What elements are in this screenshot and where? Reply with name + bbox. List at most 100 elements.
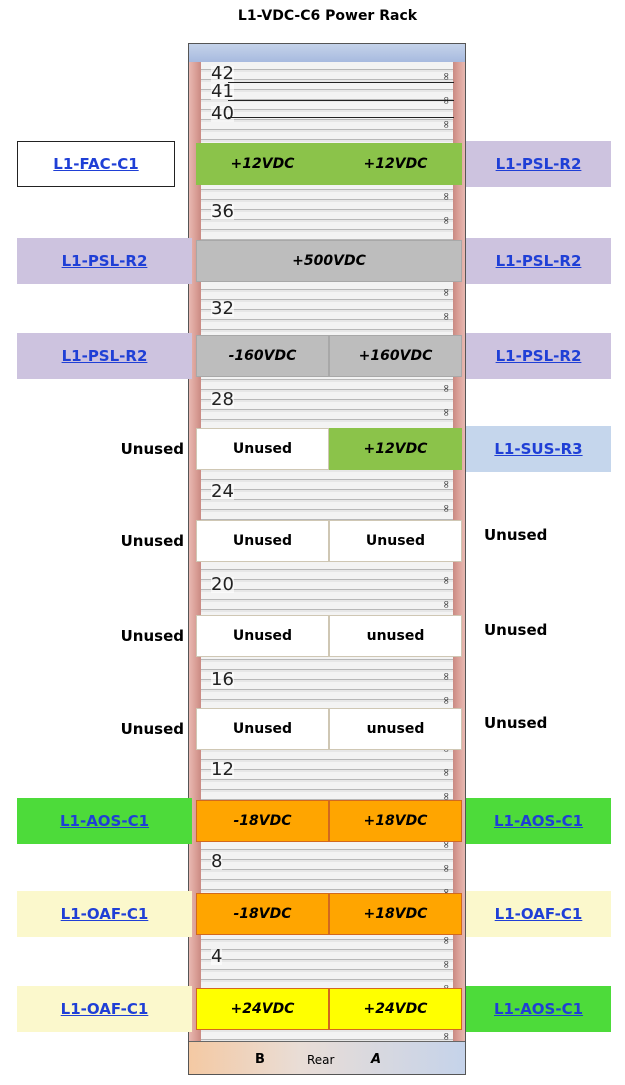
right-connection-label[interactable]: L1-AOS-C1 xyxy=(466,986,611,1032)
screw-icon: ∞ xyxy=(439,503,453,514)
left-connection-label[interactable]: L1-OAF-C1 xyxy=(17,891,192,937)
screw-icon: ∞ xyxy=(439,383,453,394)
power-module: +24VDC xyxy=(329,988,462,1030)
left-connection-label: Unused xyxy=(17,426,192,472)
power-module: Unused xyxy=(196,615,329,657)
right-connection-label[interactable]: L1-PSL-R2 xyxy=(466,333,611,379)
unused-label: Unused xyxy=(484,714,548,732)
link-l1-psl-r2[interactable]: L1-PSL-R2 xyxy=(495,155,582,173)
rear-label: Rear xyxy=(307,1053,335,1067)
link-l1-oaf-c1[interactable]: L1-OAF-C1 xyxy=(60,1000,149,1018)
link-l1-aos-c1[interactable]: L1-AOS-C1 xyxy=(493,812,584,830)
right-connection-label[interactable]: L1-PSL-R2 xyxy=(466,238,611,284)
screw-icon: ∞ xyxy=(439,671,453,682)
right-connection-label: Unused xyxy=(466,700,566,746)
rack-unit-number: 42 xyxy=(211,63,234,84)
power-module: -18VDC xyxy=(196,893,329,935)
right-connection-label[interactable]: L1-PSL-R2 xyxy=(466,141,611,187)
right-connection-label[interactable]: L1-AOS-C1 xyxy=(466,798,611,844)
left-connection-label[interactable]: L1-PSL-R2 xyxy=(17,238,192,284)
left-connection-label: Unused xyxy=(17,518,192,564)
rack-unit-number: 28 xyxy=(211,389,234,410)
link-l1-aos-c1[interactable]: L1-AOS-C1 xyxy=(493,1000,584,1018)
right-connection-label: Unused xyxy=(466,607,566,653)
screw-icon: ∞ xyxy=(439,479,453,490)
screw-icon: ∞ xyxy=(439,863,453,874)
rack-unit-number: 16 xyxy=(211,669,234,690)
link-l1-fac-c1[interactable]: L1-FAC-C1 xyxy=(53,155,139,173)
power-module: Unused xyxy=(196,428,329,470)
screw-icon: ∞ xyxy=(439,71,453,82)
side-b-label: B xyxy=(255,1052,265,1067)
link-l1-oaf-c1[interactable]: L1-OAF-C1 xyxy=(494,905,583,923)
screw-icon: ∞ xyxy=(439,191,453,202)
power-module: +24VDC xyxy=(196,988,329,1030)
unused-label: Unused xyxy=(120,440,184,458)
rack-unit-number: 8 xyxy=(211,851,223,872)
diagram-title: L1-VDC-C6 Power Rack xyxy=(237,8,418,24)
unit-divider-line xyxy=(228,82,454,83)
link-l1-sus-r3[interactable]: L1-SUS-R3 xyxy=(494,440,583,458)
link-l1-psl-r2[interactable]: L1-PSL-R2 xyxy=(61,347,148,365)
left-connection-label[interactable]: L1-AOS-C1 xyxy=(17,798,192,844)
unit-divider-line xyxy=(228,100,454,101)
link-l1-psl-r2[interactable]: L1-PSL-R2 xyxy=(61,252,148,270)
screw-icon: ∞ xyxy=(439,599,453,610)
screw-icon: ∞ xyxy=(439,695,453,706)
unused-label: Unused xyxy=(484,621,548,639)
rack-footer: B Rear A xyxy=(189,1041,465,1074)
power-module: Unused xyxy=(196,708,329,750)
unused-label: Unused xyxy=(120,720,184,738)
link-l1-psl-r2[interactable]: L1-PSL-R2 xyxy=(495,347,582,365)
power-module: unused xyxy=(329,708,462,750)
rack-unit-number: 36 xyxy=(211,201,234,222)
unit-divider-line xyxy=(228,117,454,118)
power-module: +12VDC xyxy=(329,428,462,470)
link-l1-aos-c1[interactable]: L1-AOS-C1 xyxy=(59,812,150,830)
power-module: +18VDC xyxy=(329,800,462,842)
rack-unit-number: 40 xyxy=(211,103,234,124)
screw-icon: ∞ xyxy=(439,119,453,130)
power-module: Unused xyxy=(196,520,329,562)
screw-icon: ∞ xyxy=(439,287,453,298)
side-a-label: A xyxy=(371,1052,382,1067)
power-module: +12VDC xyxy=(196,143,329,185)
rack-unit-number: 12 xyxy=(211,759,234,780)
power-module: -160VDC xyxy=(196,335,329,377)
left-connection-label[interactable]: L1-OAF-C1 xyxy=(17,986,192,1032)
rack-unit-number: 20 xyxy=(211,574,234,595)
rack-unit-number: 32 xyxy=(211,298,234,319)
rack-unit-number: 41 xyxy=(211,81,234,102)
power-module: +18VDC xyxy=(329,893,462,935)
screw-icon: ∞ xyxy=(439,575,453,586)
left-connection-label: Unused xyxy=(17,613,192,659)
left-connection-label: Unused xyxy=(17,706,192,752)
screw-icon: ∞ xyxy=(439,767,453,778)
right-connection-label: Unused xyxy=(466,512,566,558)
power-module: -18VDC xyxy=(196,800,329,842)
screw-icon: ∞ xyxy=(439,311,453,322)
unused-label: Unused xyxy=(484,526,548,544)
screw-icon: ∞ xyxy=(439,1031,453,1042)
power-module: +160VDC xyxy=(329,335,462,377)
link-l1-oaf-c1[interactable]: L1-OAF-C1 xyxy=(60,905,149,923)
screw-icon: ∞ xyxy=(439,959,453,970)
unused-label: Unused xyxy=(120,627,184,645)
link-l1-psl-r2[interactable]: L1-PSL-R2 xyxy=(495,252,582,270)
screw-icon: ∞ xyxy=(439,215,453,226)
rack-unit-number: 4 xyxy=(211,946,223,967)
power-module: +500VDC xyxy=(196,240,462,282)
rack-rail-left xyxy=(189,62,201,1044)
left-connection-label[interactable]: L1-PSL-R2 xyxy=(17,333,192,379)
right-connection-label[interactable]: L1-OAF-C1 xyxy=(466,891,611,937)
right-connection-label[interactable]: L1-SUS-R3 xyxy=(466,426,611,472)
screw-icon: ∞ xyxy=(439,935,453,946)
left-connection-label[interactable]: L1-FAC-C1 xyxy=(17,141,175,187)
power-module: unused xyxy=(329,615,462,657)
unused-label: Unused xyxy=(120,532,184,550)
power-module: Unused xyxy=(329,520,462,562)
rack-unit-number: 24 xyxy=(211,481,234,502)
power-module: +12VDC xyxy=(329,143,462,185)
screw-icon: ∞ xyxy=(439,407,453,418)
rack-top-cap xyxy=(189,44,465,63)
